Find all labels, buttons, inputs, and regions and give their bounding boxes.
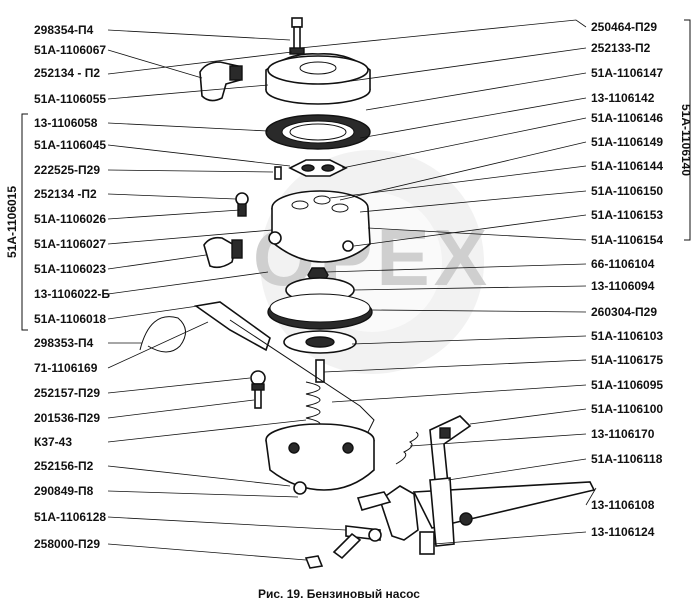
label-258000-p29: 258000-П29 (34, 537, 100, 551)
small-spring (395, 431, 419, 465)
valve-plate (288, 159, 348, 177)
bottom-pin (304, 532, 362, 569)
label-13-1106108: 13-1106108 (591, 498, 655, 512)
priming-lever (139, 301, 375, 433)
label-252134-p2-a: 252134 - П2 (34, 66, 100, 80)
side-bolt (250, 370, 266, 409)
label-13-1106058: 13-1106058 (34, 116, 98, 130)
label-252156-p2: 252156-П2 (34, 459, 94, 473)
label-51a-1106153: 51A-1106153 (591, 208, 663, 222)
small-screws (235, 166, 282, 217)
label-66-1106104: 66-1106104 (591, 257, 655, 271)
label-71-1106169: 71-1106169 (34, 361, 98, 375)
pump-cover (265, 53, 371, 105)
drive-lever (356, 415, 596, 555)
label-13-1106094: 13-1106094 (591, 279, 655, 293)
side-fitting (203, 236, 243, 269)
diaphragm-assembly (267, 277, 373, 354)
label-222525-p29: 222525-П29 (34, 163, 100, 177)
pump-parts (139, 17, 596, 569)
label-13-1106124: 13-1106124 (591, 525, 655, 539)
label-298354-p4: 298354-П4 (34, 23, 94, 37)
label-51a-1106067: 51A-1106067 (34, 43, 106, 57)
figure-caption: Рис. 19. Бензиновый насос (258, 587, 420, 601)
left-group-bracket: 51A-1106015 (5, 113, 28, 331)
label-51a-1106154: 51A-1106154 (591, 233, 663, 247)
label-13-1106142: 13-1106142 (591, 91, 655, 105)
filter-gasket (265, 114, 371, 150)
label-260304-p29: 260304-П29 (591, 305, 657, 319)
label-250464-p29: 250464-П29 (591, 20, 657, 34)
label-51a-1106103: 51A-1106103 (591, 329, 663, 343)
label-51a-1106023: 51A-1106023 (34, 262, 106, 276)
label-51a-1106146: 51A-1106146 (591, 111, 663, 125)
label-51a-1106045: 51A-1106045 (34, 138, 106, 152)
label-51a-1106100: 51A-1106100 (591, 402, 663, 416)
label-51a-1106027: 51A-1106027 (34, 237, 106, 251)
label-252157-p29: 252157-П29 (34, 386, 100, 400)
right-group-label: 51A-1106140 (679, 104, 693, 176)
leader-lines-left (107, 29, 347, 561)
label-51a-1106144: 51A-1106144 (591, 159, 663, 173)
label-51a-1106018: 51A-1106018 (34, 312, 106, 326)
elbow-fitting-upper (199, 61, 243, 102)
label-201536-p29: 201536-П29 (34, 411, 100, 425)
label-51a-1106147: 51A-1106147 (591, 66, 663, 80)
label-51a-1106149: 51A-1106149 (591, 135, 663, 149)
label-51a-1106150: 51A-1106150 (591, 184, 663, 198)
label-k37-43: К37-43 (34, 435, 72, 449)
label-13-1106170: 13-1106170 (591, 427, 655, 441)
right-group-bracket: 51A-1106140 (679, 19, 693, 241)
lower-pump-body (265, 423, 375, 495)
label-290849-p8: 290849-П8 (34, 484, 94, 498)
left-labels: 298354-П4 51A-1106067 252134 - П2 51A-11… (34, 23, 110, 551)
right-labels: 250464-П29 252133-П2 51A-1106147 13-1106… (591, 20, 663, 539)
label-51a-1106055: 51A-1106055 (34, 92, 106, 106)
label-51a-1106026: 51A-1106026 (34, 212, 106, 226)
label-51a-1106095: 51A-1106095 (591, 378, 663, 392)
label-13-1106022-b: 13-1106022-Б (34, 287, 110, 301)
left-group-label: 51A-1106015 (5, 186, 19, 258)
upper-pump-body (268, 190, 371, 263)
label-252134-p2-b: 252134 -П2 (34, 187, 97, 201)
label-51a-1106175: 51A-1106175 (591, 353, 663, 367)
leader-lines-right (299, 19, 597, 545)
label-252133-p2: 252133-П2 (591, 41, 651, 55)
top-bolt (289, 17, 305, 55)
label-51a-1106118: 51A-1106118 (591, 452, 663, 466)
label-51a-1106128: 51A-1106128 (34, 510, 106, 524)
label-298353-p4: 298353-П4 (34, 336, 94, 350)
